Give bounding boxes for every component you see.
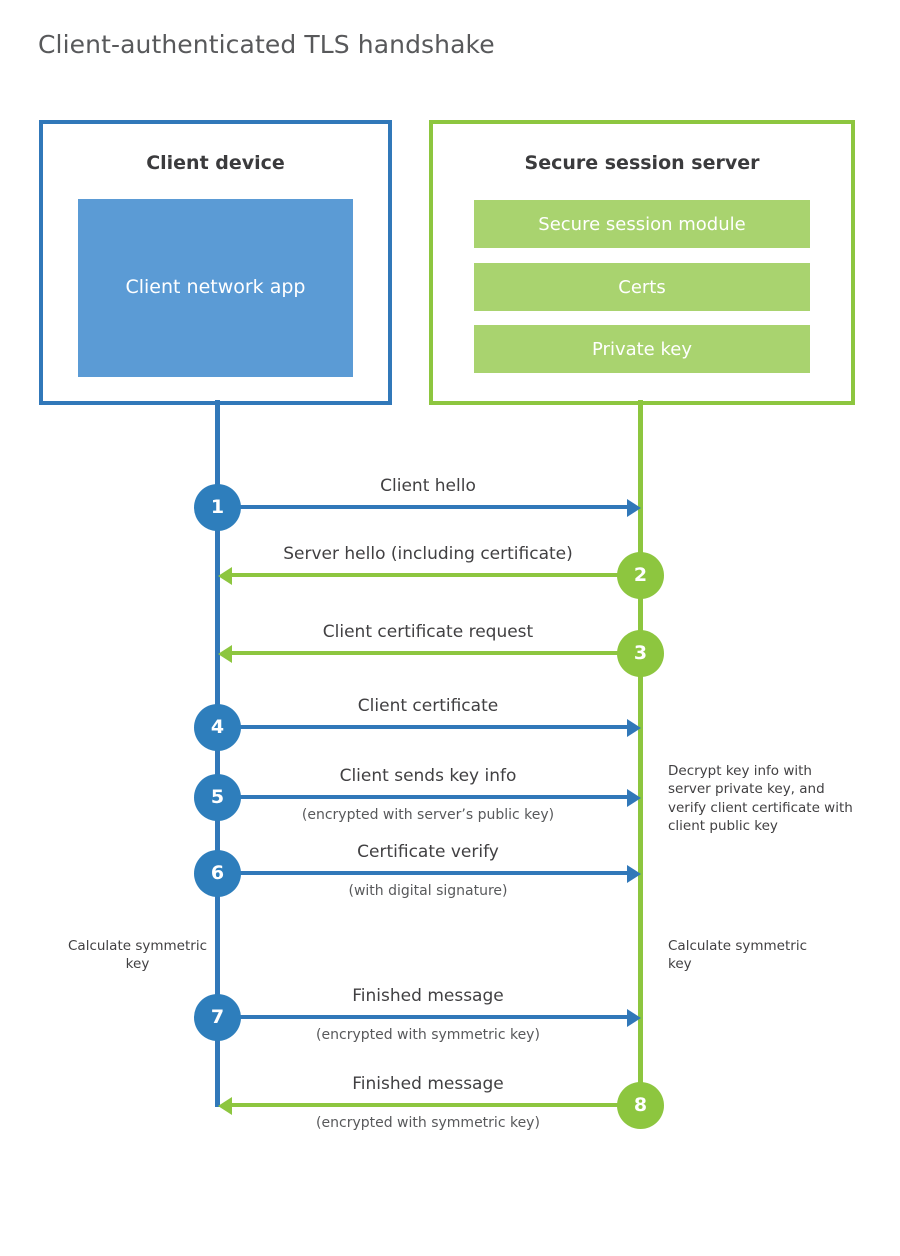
arrow-head-icon <box>217 1097 232 1115</box>
arrow-head-icon <box>217 645 232 663</box>
message-sublabel: (encrypted with symmetric key) <box>316 1115 540 1131</box>
message-line <box>229 573 641 577</box>
step-badge-1[interactable]: 1 <box>194 483 241 531</box>
server-block-certs: Certs <box>474 263 810 311</box>
step-badge-5[interactable]: 5 <box>194 773 241 821</box>
message-line <box>217 505 629 509</box>
message-line <box>217 725 629 729</box>
step-badge-7[interactable]: 7 <box>194 993 241 1041</box>
arrow-head-icon <box>626 1009 641 1027</box>
step-badge-2[interactable]: 2 <box>617 551 664 599</box>
step-badge-3[interactable]: 3 <box>617 629 664 677</box>
server-block-secure-session-module: Secure session module <box>474 200 810 248</box>
server-block-private-key: Private key <box>474 325 810 373</box>
arrow-head-icon <box>217 567 232 585</box>
message-label: Client sends key info <box>339 766 517 786</box>
arrow-head-icon <box>626 789 641 807</box>
message-line <box>229 651 641 655</box>
page-title: Client-authenticated TLS handshake <box>38 30 495 59</box>
message-label: Certificate verify <box>357 842 499 862</box>
client-lifeline <box>215 400 220 1107</box>
step-badge-8[interactable]: 8 <box>617 1081 664 1129</box>
message-line <box>217 1015 629 1019</box>
arrow-head-icon <box>626 865 641 883</box>
message-label: Finished message <box>352 986 504 1006</box>
secure-session-server-box: Secure session server Secure session mod… <box>429 120 855 405</box>
step-badge-4[interactable]: 4 <box>194 703 241 751</box>
message-line <box>217 795 629 799</box>
arrow-head-icon <box>626 719 641 737</box>
note-server-decrypt: Decrypt key info with server private key… <box>668 763 853 835</box>
message-label: Finished message <box>352 1074 504 1094</box>
message-label: Server hello (including certificate) <box>283 544 573 564</box>
message-label: Client certificate <box>357 696 499 716</box>
message-sublabel: (encrypted with symmetric key) <box>316 1027 540 1043</box>
client-device-box: Client device Client network app <box>39 120 392 405</box>
message-sublabel: (encrypted with server’s public key) <box>301 807 555 823</box>
client-device-title: Client device <box>146 152 285 174</box>
secure-session-server-title: Secure session server <box>524 152 760 174</box>
note-client-calculate-symmetric-key: Calculate symmetric key <box>68 938 207 973</box>
message-line <box>229 1103 641 1107</box>
step-badge-6[interactable]: 6 <box>194 849 241 897</box>
arrow-head-icon <box>626 499 641 517</box>
note-server-calculate-symmetric-key: Calculate symmetric key <box>668 938 807 973</box>
message-line <box>217 871 629 875</box>
message-sublabel: (with digital signature) <box>348 883 508 899</box>
message-label: Client hello <box>380 476 476 496</box>
server-lifeline <box>638 400 643 1107</box>
client-network-app-block: Client network app <box>78 199 353 377</box>
message-label: Client certificate request <box>322 622 534 642</box>
